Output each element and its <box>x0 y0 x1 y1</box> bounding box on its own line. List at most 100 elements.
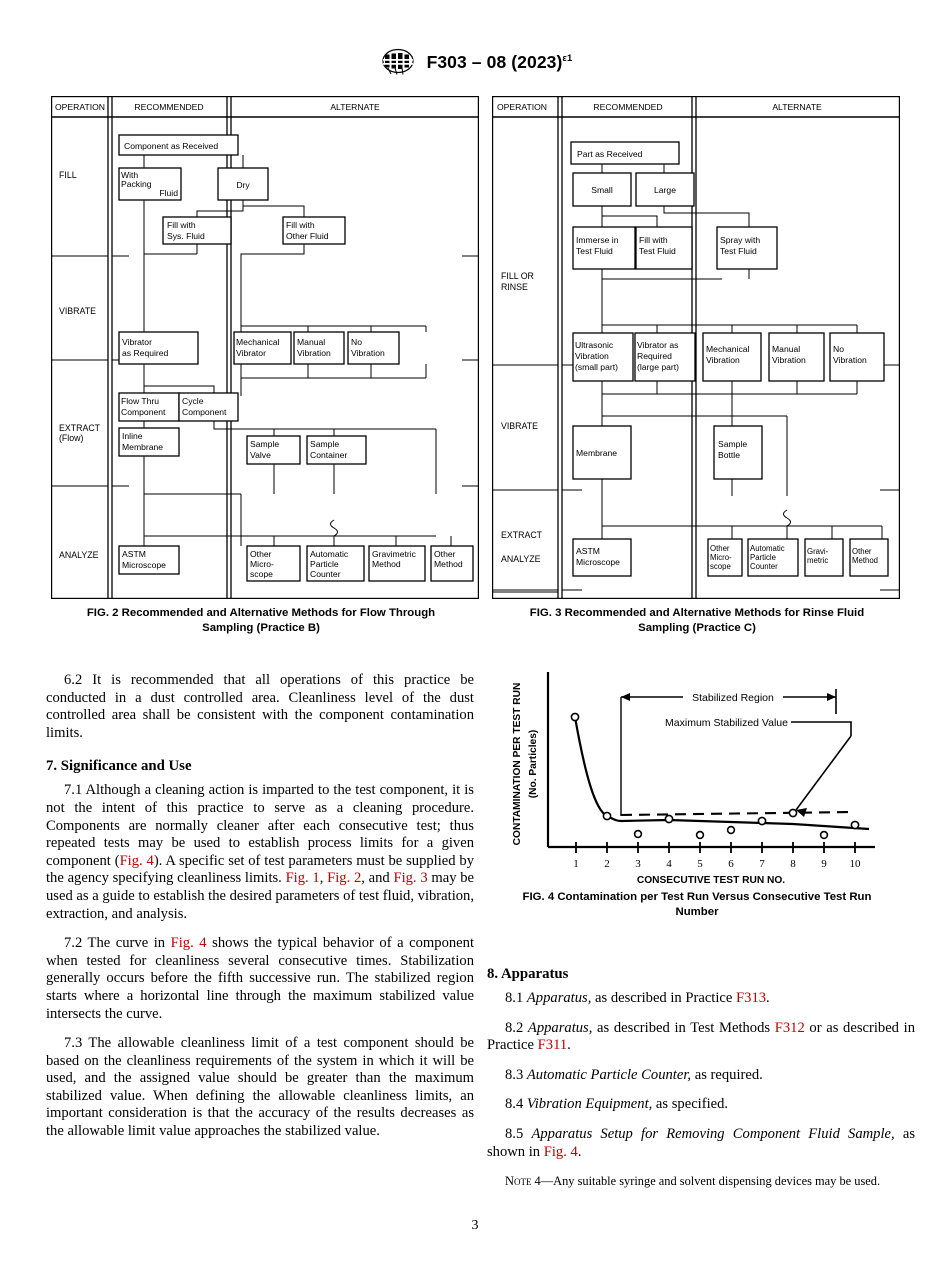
link-fig-4-c[interactable]: Fig. 4 <box>543 1143 578 1160</box>
paragraph-8-1: 8.1 Apparatus, as described in Practice … <box>505 990 770 1006</box>
chart-annotation-stabilized-region: Stabilized Region <box>692 692 774 704</box>
svg-text:as Required: as Required <box>122 348 169 358</box>
fig2-box-dry <box>217 167 269 201</box>
svg-text:Other: Other <box>852 547 872 556</box>
fig2-box-astm-microscope <box>118 545 180 575</box>
figure-4-chart: 1 2 3 4 5 6 7 8 9 10 CONSECUTIVE TEST RU… <box>503 664 901 886</box>
fig2-box-other-microscope <box>246 545 301 582</box>
paragraph-8-5: 8.5 Apparatus Setup for Removing Compone… <box>487 1125 916 1160</box>
paragraph-7-3: 7.3 The allowable cleanliness limit of a… <box>46 1035 474 1140</box>
svg-text:Microscope: Microscope <box>576 557 620 567</box>
fig2-row-extract-sub: (Flow) <box>59 433 84 443</box>
fig3-box-no-vibration <box>829 332 885 382</box>
svg-text:Vibration: Vibration <box>833 355 867 365</box>
svg-text:ASTM: ASTM <box>122 549 146 559</box>
link-f312[interactable]: F312 <box>774 1019 805 1036</box>
left-text-column: 6.2 It is recommended that all operation… <box>46 672 474 1143</box>
right-text-column: 8. Apparatus 8.1 Apparatus, as described… <box>487 966 915 1189</box>
svg-text:(large part): (large part) <box>637 362 679 372</box>
fig3-box-large <box>635 172 695 207</box>
svg-text:Other: Other <box>710 544 730 553</box>
svg-text:1: 1 <box>573 858 579 870</box>
svg-text:Inline: Inline <box>122 431 143 441</box>
link-fig-3[interactable]: Fig. 3 <box>393 870 428 887</box>
svg-text:Component as Received: Component as Received <box>124 141 218 151</box>
fig2-box-inline-membrane <box>118 427 180 457</box>
fig2-box-no-vibration <box>347 331 400 365</box>
fig2-col-alternate: ALTERNATE <box>330 102 380 112</box>
fig3-box-gravimetric <box>804 538 844 577</box>
svg-text:Micro-: Micro- <box>710 553 732 562</box>
fig3-box-other-microscope <box>707 538 743 577</box>
svg-text:Method: Method <box>852 556 878 565</box>
fig2-row-fill: FILL <box>59 170 77 180</box>
chart-x-tick-labels: 1 2 3 4 5 6 7 8 9 10 <box>573 858 861 870</box>
svg-text:Dry: Dry <box>236 180 250 190</box>
link-f311[interactable]: F311 <box>537 1037 568 1054</box>
svg-text:4: 4 <box>666 858 672 870</box>
svg-text:Membrane: Membrane <box>122 442 163 452</box>
figure-3-svg: OPERATION RECOMMENDED ALTERNATE FILL OR … <box>492 96 900 599</box>
page-title: F303 – 08 (2023)ε1 <box>427 52 573 73</box>
fig3-row-extract: EXTRACT <box>501 530 543 540</box>
fig3-row-analyze: ANALYZE <box>501 554 541 564</box>
svg-text:Manual: Manual <box>297 337 325 347</box>
svg-text:Vibration: Vibration <box>351 348 385 358</box>
svg-text:Flow Thru: Flow Thru <box>121 396 159 406</box>
chart-max-value-leader <box>791 721 852 817</box>
link-fig-4-b[interactable]: Fig. 4 <box>170 935 207 952</box>
svg-text:10: 10 <box>850 858 862 870</box>
svg-text:Required: Required <box>637 351 672 361</box>
svg-text:Particle: Particle <box>310 559 339 569</box>
fig3-box-part-as-received <box>570 141 680 165</box>
figure-2-caption: FIG. 2 Recommended and Alternative Metho… <box>86 607 436 634</box>
paragraph-6-2: 6.2 It is recommended that all operation… <box>46 672 474 741</box>
link-f313[interactable]: F313 <box>736 990 767 1006</box>
chart-markers-upper <box>570 712 860 830</box>
svg-text:Other Fluid: Other Fluid <box>286 231 329 241</box>
svg-text:Component: Component <box>182 407 227 417</box>
svg-text:2: 2 <box>604 858 610 870</box>
note-label: Note 4 <box>505 1174 541 1189</box>
fig2-box-with-packing-fluid <box>118 167 182 201</box>
svg-text:Test Fluid: Test Fluid <box>576 246 613 256</box>
svg-text:Gravi-: Gravi- <box>807 547 829 556</box>
svg-text:(small part): (small part) <box>575 362 618 372</box>
page-header: F303 – 08 (2023)ε1 <box>0 48 950 76</box>
svg-text:Membrane: Membrane <box>576 448 617 458</box>
fig3-row-rinse: RINSE <box>501 282 528 292</box>
chart-markers-lower <box>633 825 829 840</box>
fig2-box-vibrator-as-required <box>118 331 199 365</box>
link-fig-1[interactable]: Fig. 1 <box>285 870 320 887</box>
chart-series-max-stabilized <box>620 810 856 817</box>
svg-text:Counter: Counter <box>310 569 341 579</box>
svg-text:Gravimetric: Gravimetric <box>372 549 417 559</box>
svg-text:3: 3 <box>635 858 641 870</box>
link-fig-2[interactable]: Fig. 2 <box>327 870 362 887</box>
svg-text:Fill with: Fill with <box>286 220 315 230</box>
svg-text:Mechanical: Mechanical <box>706 344 750 354</box>
figure-2-svg: OPERATION RECOMMENDED ALTERNATE FILL VIB… <box>51 96 479 599</box>
svg-text:Test Fluid: Test Fluid <box>720 246 757 256</box>
fig3-box-fill-with-test-fluid <box>635 226 693 270</box>
svg-text:Vibration: Vibration <box>706 355 740 365</box>
svg-text:Sample: Sample <box>310 439 339 449</box>
svg-text:scope: scope <box>250 569 273 579</box>
fig3-col-recommended: RECOMMENDED <box>593 102 662 112</box>
svg-text:No: No <box>351 337 362 347</box>
fig3-box-manual-vibration <box>768 332 825 382</box>
svg-text:Container: Container <box>310 450 347 460</box>
fig2-col-recommended: RECOMMENDED <box>134 102 203 112</box>
chart-ylabel-line2: (No. Particles) <box>528 730 539 799</box>
fig2-box-manual-vibration <box>293 331 345 365</box>
svg-text:Automatic: Automatic <box>310 549 349 559</box>
svg-text:Immerse in: Immerse in <box>576 235 619 245</box>
paragraph-8-4: 8.4 Vibration Equipment, as specified. <box>505 1096 729 1113</box>
fig2-box-cycle-component <box>178 392 239 422</box>
chart-annotation-max-stabilized-value: Maximum Stabilized Value <box>665 717 788 729</box>
heading-significance-and-use: 7. Significance and Use <box>46 758 192 775</box>
svg-text:Cycle: Cycle <box>182 396 204 406</box>
svg-text:Mechanical: Mechanical <box>236 337 280 347</box>
link-fig-4[interactable]: Fig. 4 <box>119 852 154 869</box>
svg-text:Micro-: Micro- <box>250 559 274 569</box>
